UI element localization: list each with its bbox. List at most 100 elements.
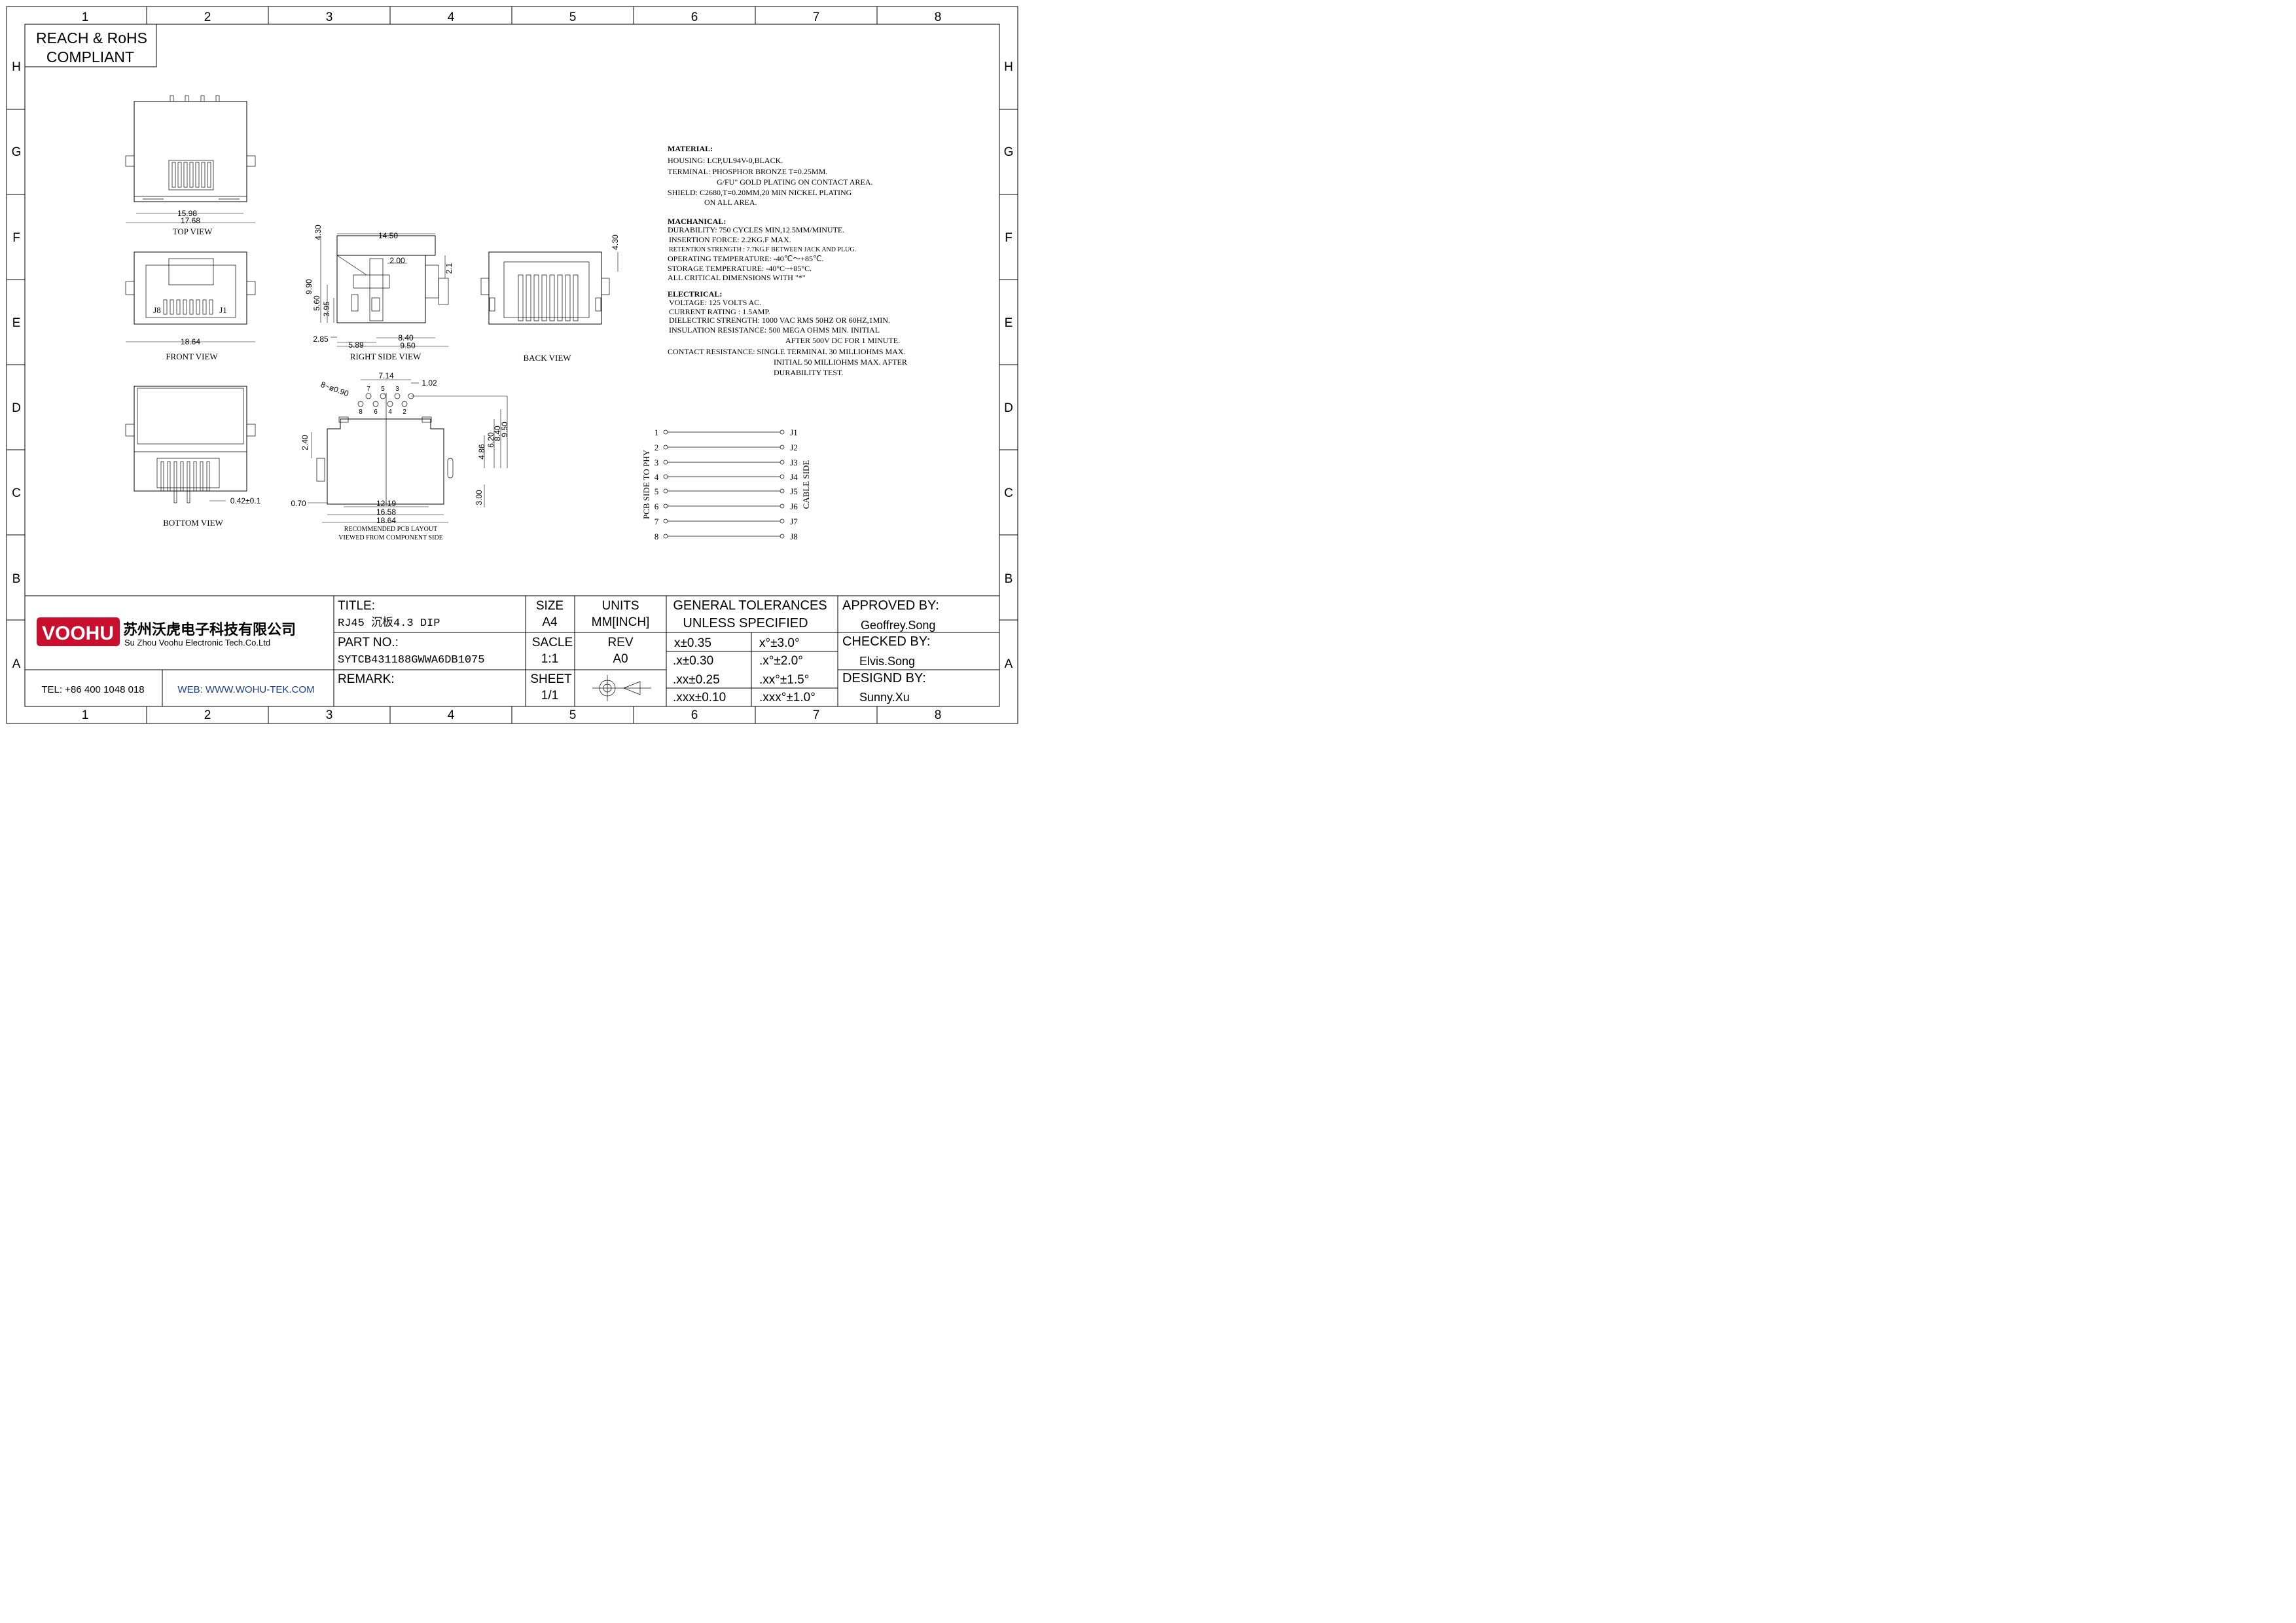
- voohu-logo: VOOHU: [37, 617, 120, 646]
- dim-3-95: 3.95: [322, 301, 331, 317]
- spec-line: STORAGE TEMPERATURE: -40°C~+85°C.: [668, 264, 812, 273]
- wire-pin-right: J4: [790, 472, 798, 482]
- caption-pcb-layout-1: RECOMMENDED PCB LAYOUT: [344, 526, 437, 533]
- wire-pin-left: 1: [655, 428, 659, 437]
- dim-4-30: 4.30: [314, 225, 323, 240]
- dim-4-86: 4.86: [477, 444, 486, 460]
- caption-pcb-layout-2: VIEWED FROM COMPONENT SIDE: [338, 534, 443, 541]
- pin-3: 3: [395, 386, 399, 393]
- spec-heading-electrical: ELECTRICAL:: [668, 289, 722, 299]
- scale-value: 1:1: [541, 652, 558, 666]
- row-label: H: [12, 60, 21, 74]
- spec-line: AFTER 500V DC FOR 1 MINUTE.: [785, 336, 900, 345]
- company-tel: TEL: +86 400 1048 018: [41, 684, 144, 695]
- wire-pin-right: J3: [790, 458, 798, 467]
- wire-pin-right: J6: [790, 501, 798, 511]
- title-block: VOOHU 苏州沃虎电子科技有限公司 Su Zhou Voohu Electro…: [25, 595, 999, 706]
- part-no-label: PART NO.:: [338, 636, 399, 649]
- caption-top-view: TOP VIEW: [173, 227, 213, 236]
- col-label: 7: [813, 708, 820, 722]
- dim-2-85: 2.85: [313, 335, 329, 344]
- wire-pin-right: J8: [790, 532, 798, 541]
- dim-2-1: 2.1: [444, 263, 454, 274]
- pcb-layout: 7.14 1.02 8~ø0.90 7 5 3 8 6 4 2 2.40 4.8…: [291, 371, 509, 541]
- row-label: B: [12, 572, 21, 586]
- size-value: A4: [542, 615, 558, 629]
- units-label: UNITS: [602, 599, 639, 613]
- dim-8-40: 8.40: [398, 333, 414, 342]
- col-label: 7: [813, 10, 820, 24]
- dim-0-70: 0.70: [291, 499, 306, 508]
- tol-linear: .xxx±0.10: [673, 691, 726, 704]
- spec-line: CURRENT RATING : 1.5AMP.: [669, 307, 770, 316]
- dim-2-00: 2.00: [389, 256, 405, 265]
- wire-pin-left: 8: [655, 532, 659, 541]
- row-label: C: [12, 486, 21, 500]
- col-label: 8: [935, 708, 942, 722]
- dim-2-40: 2.40: [300, 435, 310, 450]
- dim-5-89: 5.89: [348, 340, 364, 350]
- spec-line: ALL CRITICAL DIMENSIONS WITH "*": [668, 273, 806, 282]
- col-label: 1: [82, 708, 89, 722]
- col-label: 5: [569, 708, 577, 722]
- spec-heading-mechanical: MACHANICAL:: [668, 217, 726, 226]
- row-label: H: [1004, 60, 1013, 74]
- row-label: F: [1005, 231, 1013, 245]
- front-view: J8 J1 18.64 FRONT VIEW: [125, 251, 256, 361]
- company-web: WEB: WWW.WOHU-TEK.COM: [177, 684, 314, 695]
- row-label: E: [12, 316, 21, 330]
- row-label: A: [12, 657, 21, 671]
- dim-9-90: 9.90: [304, 279, 314, 295]
- spec-line: SHIELD: C2680,T=0.20MM,20 MIN NICKEL PLA…: [668, 188, 852, 197]
- col-label: 6: [691, 10, 698, 24]
- spec-line: HOUSING: LCP,UL94V-0,BLACK.: [668, 156, 783, 165]
- col-label: 4: [448, 10, 455, 24]
- spec-line: TERMINAL: PHOSPHOR BRONZE T=0.25MM.: [668, 167, 827, 176]
- tol-heading-1: GENERAL TOLERANCES: [673, 598, 827, 613]
- title-value: RJ45 沉板4.3 DIP: [338, 616, 440, 630]
- right-side-view: 14.50 2.00 4.30 2.1 9.90 5.60 3.95 2.85 …: [304, 225, 454, 361]
- dim-7-14: 7.14: [378, 371, 394, 380]
- tol-angular: .x°±2.0°: [759, 654, 803, 668]
- col-label: 4: [448, 708, 455, 722]
- dim-18-64-pcb: 18.64: [376, 516, 396, 525]
- sheet-value: 1/1: [541, 689, 558, 702]
- tol-angular: .xx°±1.5°: [759, 673, 809, 687]
- pin-4: 4: [388, 409, 392, 416]
- caption-bottom-view: BOTTOM VIEW: [163, 518, 223, 528]
- dim-3-00: 3.00: [475, 490, 484, 505]
- dim-5-60: 5.60: [312, 295, 321, 311]
- spec-heading-material: MATERIAL:: [668, 144, 713, 153]
- back-view: 4.30 BACK VIEW: [480, 234, 620, 363]
- projection-icon: [592, 675, 651, 701]
- row-label: B: [1005, 572, 1013, 586]
- col-label: 2: [204, 10, 211, 24]
- wiring-left-label: PCB SIDE TO PHY: [641, 449, 651, 519]
- tol-linear: .xx±0.25: [673, 673, 720, 687]
- col-label: 2: [204, 708, 211, 722]
- company-name-en: Su Zhou Voohu Electronic Tech.Co.Ltd: [124, 638, 270, 647]
- dim-8-40-pcb: 8.40: [493, 426, 502, 441]
- col-label: 8: [935, 10, 942, 24]
- checked-value: Elvis.Song: [859, 655, 915, 668]
- dim-6-20: 6.20: [486, 432, 495, 448]
- pin-5: 5: [381, 386, 385, 393]
- sheet-label: SHEET: [530, 672, 572, 686]
- tol-linear: x±0.35: [674, 636, 711, 650]
- checked-label: CHECKED BY:: [842, 634, 930, 649]
- tol-angular: x°±3.0°: [759, 636, 800, 650]
- caption-back-view: BACK VIEW: [523, 353, 571, 363]
- dim-15-98: 15.98: [177, 209, 197, 218]
- title-label: TITLE:: [338, 599, 375, 613]
- specifications: MATERIAL: HOUSING: LCP,UL94V-0,BLACK. TE…: [668, 144, 907, 377]
- row-label: C: [1004, 486, 1013, 500]
- spec-line: CONTACT RESISTANCE: SINGLE TERMINAL 30 M…: [668, 347, 906, 356]
- designed-value: Sunny.Xu: [859, 691, 910, 704]
- pin-6: 6: [374, 409, 378, 416]
- caption-front-view: FRONT VIEW: [166, 352, 218, 361]
- approved-label: APPROVED BY:: [842, 598, 939, 613]
- spec-line: RETENTION STRENGTH : 7.7KG.F BETWEEN JAC…: [669, 246, 856, 253]
- hole-note: 8~ø0.90: [319, 380, 350, 398]
- col-label: 5: [569, 10, 577, 24]
- spec-line: ON ALL AREA.: [704, 198, 757, 207]
